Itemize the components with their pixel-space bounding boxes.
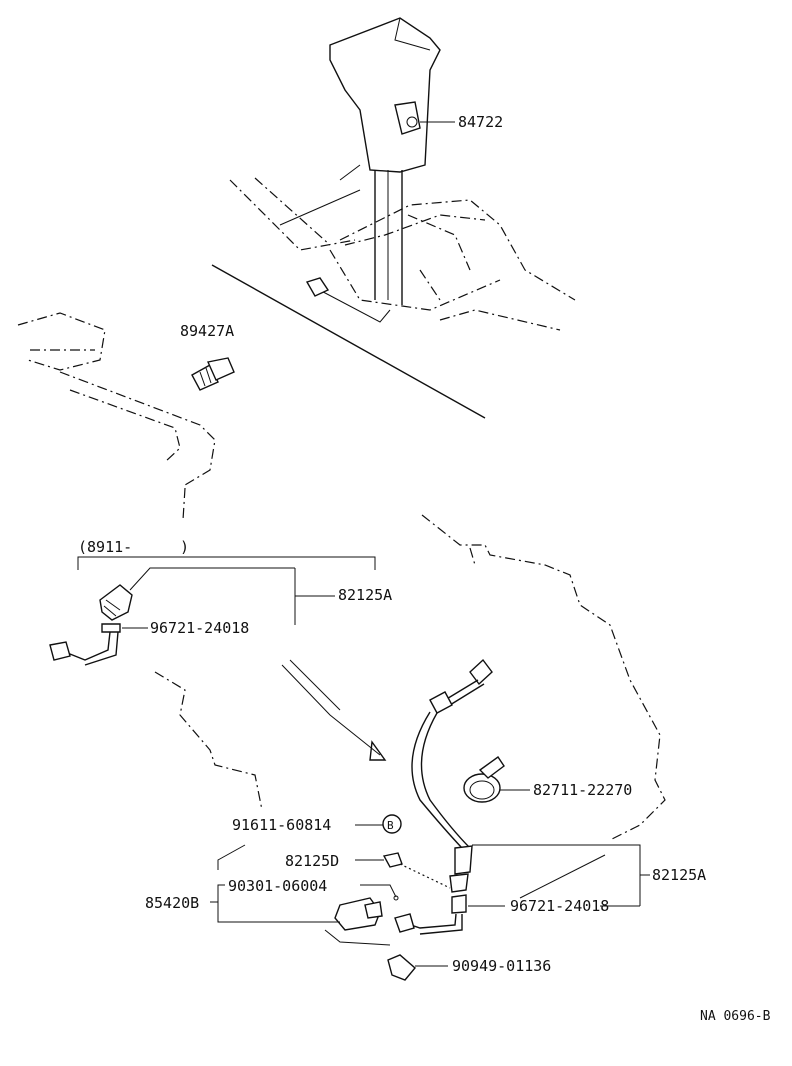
part-labels: 84722 89427A (8911- ) 82125A 96721-24018… xyxy=(78,113,771,1024)
label-90301: 90301-06004 xyxy=(228,877,327,895)
part-82711-clip xyxy=(463,756,505,803)
label-82125A-top: 82125A xyxy=(338,586,392,604)
label-89427A: 89427A xyxy=(180,322,234,340)
part-89427A-sensor xyxy=(191,357,235,391)
indicator-dashes xyxy=(154,659,387,811)
label-90949: 90949-01136 xyxy=(452,957,551,975)
label-82711: 82711-22270 xyxy=(533,781,632,799)
leader-lines xyxy=(210,121,650,967)
label-85420B: 85420B xyxy=(145,894,199,912)
transmission-housing-right xyxy=(421,514,666,841)
label-84722: 84722 xyxy=(458,113,503,131)
speedometer-cable xyxy=(394,658,493,935)
label-91611: 91611-60814 xyxy=(232,816,331,834)
diagram-code: NA 0696-B xyxy=(700,1009,771,1024)
inset-group-8911 xyxy=(49,556,376,666)
label-82125A-bottom: 82125A xyxy=(652,866,706,884)
transmission-housing-left xyxy=(17,312,216,521)
label-96721-top: 96721-24018 xyxy=(150,619,249,637)
circle-b-label: B xyxy=(387,819,394,832)
shift-knob-assembly xyxy=(329,17,441,305)
label-82125D: 82125D xyxy=(285,852,339,870)
label-8911: (8911- xyxy=(78,538,132,556)
console-outline xyxy=(211,164,576,419)
lower-left-parts xyxy=(217,814,451,981)
label-8911-close: ) xyxy=(180,538,189,556)
label-96721-bottom: 96721-24018 xyxy=(510,897,609,915)
